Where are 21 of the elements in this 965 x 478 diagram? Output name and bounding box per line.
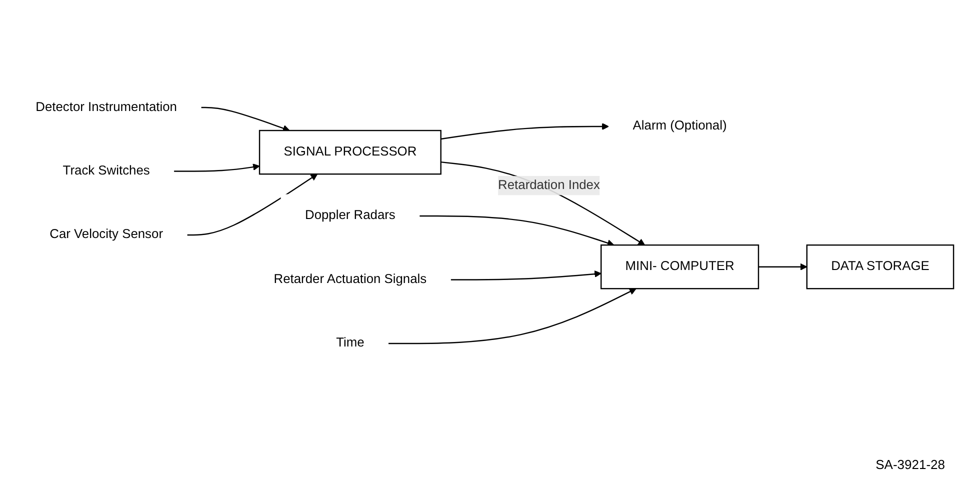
node-text: Doppler Radars — [304, 208, 396, 222]
arrow — [450, 270, 602, 280]
arrow — [388, 288, 636, 344]
arrow — [201, 106, 290, 132]
node-text: Time — [336, 336, 364, 350]
node-box: DATA STORAGE — [806, 244, 954, 289]
figure-code: SA-3921-28 — [876, 457, 945, 472]
arrow — [174, 163, 260, 172]
arrow — [440, 122, 609, 140]
node-text: Retarder Actuation Signals — [274, 272, 427, 286]
node-box: SIGNAL PROCESSOR — [258, 129, 442, 174]
arrow — [758, 262, 808, 270]
arrow — [187, 173, 318, 236]
arrow — [440, 160, 646, 245]
node-text: Detector Instrumentation — [36, 100, 177, 114]
edge-label: Retardation Index — [498, 178, 600, 192]
node-text: Track Switches — [62, 163, 150, 178]
node-text: Alarm (Optional) — [632, 118, 727, 132]
arrow — [420, 214, 614, 246]
node-text: Car Velocity Sensor — [50, 227, 163, 241]
node-box: MINI- COMPUTER — [600, 244, 760, 289]
